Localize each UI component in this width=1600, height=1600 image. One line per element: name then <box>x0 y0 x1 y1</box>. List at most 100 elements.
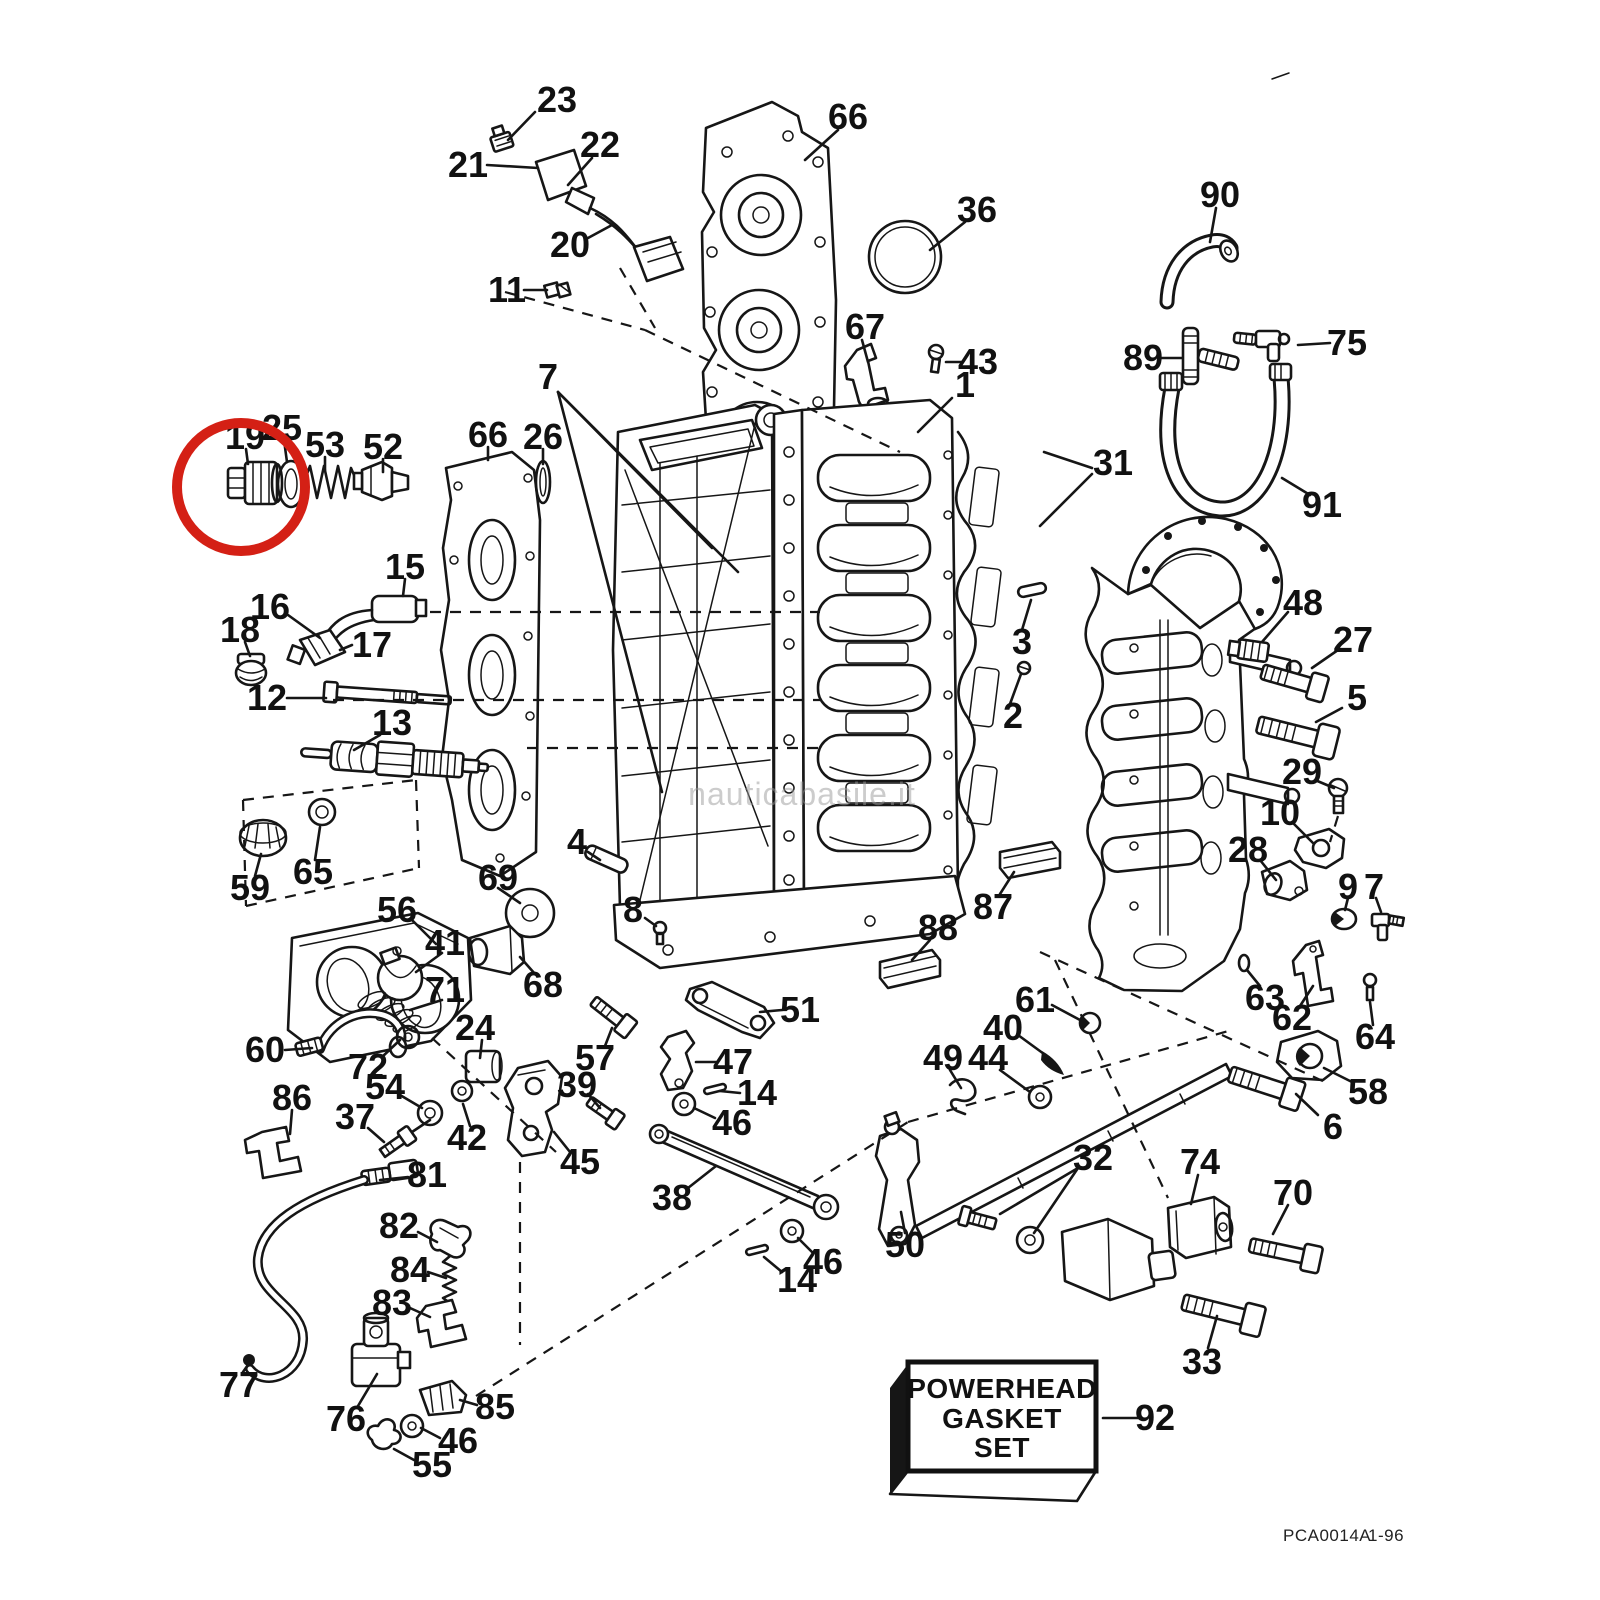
leader-line <box>1206 1314 1219 1350</box>
part-label-17: 17 <box>352 624 392 665</box>
leader-line <box>313 825 322 862</box>
pin-14-drawing <box>702 1082 728 1096</box>
leader-line <box>928 220 967 252</box>
part-label-55: 55 <box>412 1444 452 1485</box>
part-label-15: 15 <box>385 546 425 587</box>
part-label-53: 53 <box>305 424 345 465</box>
part-label-50: 50 <box>885 1224 925 1265</box>
part-label-58: 58 <box>1348 1071 1388 1112</box>
leader-line <box>352 733 382 752</box>
leader-line <box>1258 858 1278 882</box>
leader-line <box>408 1306 432 1319</box>
part-label-92: 92 <box>1135 1397 1175 1438</box>
leader-line <box>398 1093 424 1110</box>
part-label-66: 66 <box>468 414 508 455</box>
part-label-42: 42 <box>447 1117 487 1158</box>
part-label-38: 38 <box>652 1177 692 1218</box>
construction-dashed-line <box>504 290 646 332</box>
part-label-7: 7 <box>1364 866 1384 907</box>
bolt-6-drawing <box>1227 1065 1307 1112</box>
gasket-box-line1: POWERHEAD <box>907 1373 1097 1404</box>
part-label-31: 31 <box>1093 442 1133 483</box>
leader-line <box>1008 672 1023 706</box>
part-label-26: 26 <box>523 416 563 457</box>
hose-91-drawing <box>1158 362 1293 518</box>
leader-line <box>241 1360 252 1374</box>
o-ring-36-drawing <box>867 219 943 295</box>
part-label-5: 5 <box>1347 677 1367 718</box>
construction-dashed-line <box>1054 959 1169 1199</box>
pin-4-drawing <box>584 844 629 874</box>
part-label-8: 8 <box>623 889 643 930</box>
spring-84-drawing <box>441 1254 458 1305</box>
construction-dashed-line <box>907 1028 1233 1124</box>
part-23-drawing <box>489 124 515 153</box>
leader-line <box>643 916 658 928</box>
leader-line <box>1280 476 1312 497</box>
leader-line <box>556 390 664 794</box>
leader-line <box>1050 1003 1082 1022</box>
leader-line <box>1189 1173 1200 1206</box>
leader-line <box>1294 1092 1320 1117</box>
pin-14b-drawing <box>744 1243 770 1257</box>
clamp-82-drawing <box>429 1218 472 1259</box>
washer-32-drawing <box>1015 1225 1045 1255</box>
leader-line <box>458 1398 479 1407</box>
part-label-43: 43 <box>958 341 998 382</box>
part-label-89: 89 <box>1123 337 1163 378</box>
watermark-text: nauticabasile.it <box>688 776 916 812</box>
leader-line <box>899 1210 907 1235</box>
gasket-box: POWERHEAD GASKET SET <box>888 1359 1099 1503</box>
part-label-6: 6 <box>1323 1106 1343 1147</box>
screw-32-drawing <box>957 1204 998 1231</box>
part-label-86: 86 <box>272 1077 312 1118</box>
leader-line <box>803 128 840 162</box>
leader-line <box>426 1270 448 1280</box>
leader-line <box>762 1255 784 1274</box>
mount-68-drawing <box>467 924 526 976</box>
screw-8-drawing <box>652 920 668 946</box>
construction-dashed-line <box>414 779 421 869</box>
leader-line <box>796 1236 814 1254</box>
bolt-33-drawing <box>1180 1293 1267 1339</box>
part-label-48: 48 <box>1283 582 1323 623</box>
part-label-62: 62 <box>1272 997 1312 1038</box>
part-label-57: 57 <box>575 1037 615 1078</box>
part-label-76: 76 <box>326 1398 366 1439</box>
leader-line <box>998 1166 1080 1216</box>
o-ring-63-drawing <box>1237 953 1251 973</box>
leader-line <box>1298 984 1315 1008</box>
solenoid-drawing <box>1060 1217 1177 1302</box>
construction-dashed-line <box>242 778 417 802</box>
cable-81-drawing <box>243 1158 420 1383</box>
leader-line <box>1313 778 1336 790</box>
part-label-16: 16 <box>250 586 290 627</box>
part-label-88: 88 <box>918 907 958 948</box>
screw-29-drawing <box>1327 777 1349 815</box>
clip-55-drawing <box>366 1418 402 1451</box>
leader-line <box>758 1008 784 1014</box>
part-label-54: 54 <box>365 1066 405 1107</box>
leader-line <box>243 640 252 658</box>
key-88-drawing <box>878 948 942 990</box>
cam-47-drawing <box>659 1029 696 1092</box>
part-43-drawing <box>927 343 945 374</box>
leader-line <box>485 163 540 170</box>
tee-fitting-89-drawing <box>1181 326 1240 386</box>
part-label-65: 65 <box>293 851 333 892</box>
bolt-5-drawing <box>1255 715 1341 761</box>
part-label-36: 36 <box>957 189 997 230</box>
construction-dashed-line <box>245 866 420 908</box>
construction-dashed-line <box>241 799 248 907</box>
leader-line <box>1020 598 1033 632</box>
leader-line <box>860 338 870 364</box>
leader-line <box>244 447 250 466</box>
leader-line <box>916 396 954 434</box>
part-label-69: 69 <box>478 857 518 898</box>
construction-dashed-line <box>644 329 901 453</box>
leader-line <box>1314 706 1344 724</box>
gasket-box-line3: SET <box>974 1432 1030 1463</box>
part-label-90: 90 <box>1200 174 1240 215</box>
